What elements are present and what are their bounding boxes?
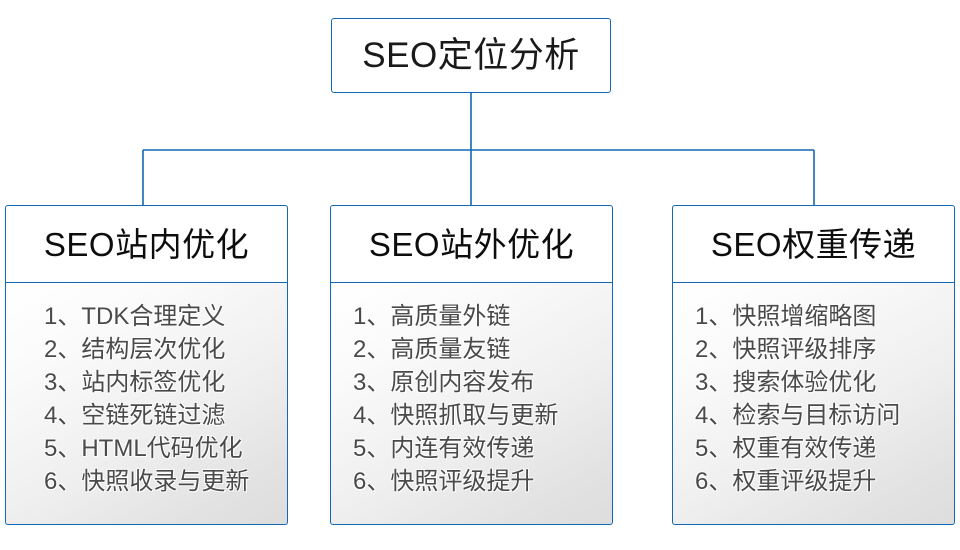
list-item: 6、快照评级提升: [353, 468, 535, 495]
branch-header-label-3: SEO权重传递: [710, 225, 917, 263]
list-item: 6、权重评级提升: [695, 468, 877, 495]
list-item: 1、TDK合理定义: [44, 303, 226, 330]
branch-header-1[interactable]: SEO站内优化: [5, 205, 288, 283]
branch-column-3: SEO权重传递 1、快照增缩略图 2、快照评级排序 3、搜索体验优化 4、检索与…: [672, 205, 955, 525]
list-item: 4、空链死链过滤: [44, 402, 226, 429]
list-item: 2、高质量友链: [353, 336, 511, 363]
branch-header-label-1: SEO站内优化: [43, 225, 250, 263]
list-item: 2、结构层次优化: [44, 336, 226, 363]
list-item: 5、权重有效传递: [695, 435, 877, 462]
list-item: 3、原创内容发布: [353, 369, 535, 396]
branch-body-3: 1、快照增缩略图 2、快照评级排序 3、搜索体验优化 4、检索与目标访问 5、权…: [672, 283, 955, 525]
branch-body-2: 1、高质量外链 2、高质量友链 3、原创内容发布 4、快照抓取与更新 5、内连有…: [330, 283, 613, 525]
branch-header-3[interactable]: SEO权重传递: [672, 205, 955, 283]
list-item: 3、站内标签优化: [44, 369, 226, 396]
list-item: 4、检索与目标访问: [695, 402, 901, 429]
branch-column-2: SEO站外优化 1、高质量外链 2、高质量友链 3、原创内容发布 4、快照抓取与…: [330, 205, 613, 525]
list-item: 3、搜索体验优化: [695, 369, 877, 396]
list-item: 1、高质量外链: [353, 303, 511, 330]
list-item: 5、内连有效传递: [353, 435, 535, 462]
list-item: 1、快照增缩略图: [695, 303, 877, 330]
list-item: 6、快照收录与更新: [44, 468, 250, 495]
list-item: 4、快照抓取与更新: [353, 402, 559, 429]
branch-header-2[interactable]: SEO站外优化: [330, 205, 613, 283]
list-item: 5、HTML代码优化: [44, 435, 243, 462]
branch-header-label-2: SEO站外优化: [368, 225, 575, 263]
root-node[interactable]: SEO定位分析: [331, 18, 611, 93]
branch-body-1: 1、TDK合理定义 2、结构层次优化 3、站内标签优化 4、空链死链过滤 5、H…: [5, 283, 288, 525]
branch-column-1: SEO站内优化 1、TDK合理定义 2、结构层次优化 3、站内标签优化 4、空链…: [5, 205, 288, 525]
list-item: 2、快照评级排序: [695, 336, 877, 363]
root-node-label: SEO定位分析: [362, 36, 580, 75]
